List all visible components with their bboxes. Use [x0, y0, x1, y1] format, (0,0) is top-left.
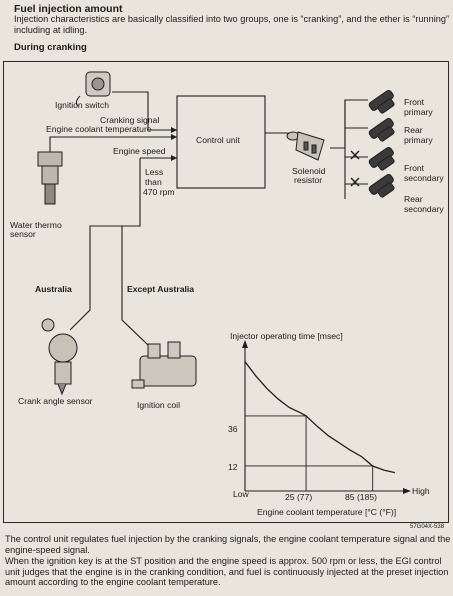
- except-australia-wire: [121, 226, 149, 346]
- figure-code: 57G04X-538: [410, 524, 445, 530]
- australia-label: Australia: [35, 284, 72, 294]
- coolant-temp-label: Engine coolant temperature: [46, 124, 152, 134]
- engine-speed-label: Engine speed: [113, 146, 166, 156]
- resistor-label: resistor: [294, 175, 323, 185]
- water-thermo-sensor-label: sensor: [10, 229, 36, 239]
- cross-mark-icon: [350, 150, 360, 187]
- injector-icon-rear-primary: [368, 117, 395, 142]
- injector-icon-front-primary: [368, 89, 395, 114]
- injector-icon-rear-secondary: [368, 173, 395, 198]
- control-unit-label: Control unit: [196, 135, 240, 145]
- chart-x-tick-label: 25 (77): [285, 492, 313, 502]
- cranking-signal-label: Cranking signal: [100, 115, 160, 125]
- paragraph-1: The control unit regulates fuel injectio…: [5, 534, 451, 555]
- paragraph-2: When the ignition key is at the ST posit…: [5, 556, 449, 588]
- chart-y-tick-label: 36: [228, 424, 238, 434]
- than-label: than: [145, 177, 162, 187]
- except-australia-label: Except Australia: [127, 284, 195, 294]
- ignition-coil-label: Ignition coil: [137, 400, 180, 410]
- less-than-label: Less: [145, 167, 164, 177]
- ignition-switch-icon: [75, 71, 111, 107]
- chart-y-tick-label: 12: [228, 462, 238, 472]
- water-thermo-label: Water thermo: [10, 220, 62, 230]
- crank-angle-sensor-label: Crank angle sensor: [18, 396, 93, 406]
- diagram-frame: [3, 61, 449, 523]
- solenoid-resistor-icon: [286, 131, 325, 161]
- control-unit-box: [176, 95, 266, 189]
- section-heading: During cranking: [14, 42, 87, 53]
- injector-bus-top: [330, 99, 368, 149]
- crank-angle-sensor-icon: [41, 318, 78, 396]
- solenoid-label: Solenoid: [292, 166, 326, 176]
- chart-x-tick-label: High: [412, 486, 430, 496]
- page-title: Fuel injection amount: [14, 3, 123, 15]
- intro-text: Injection characteristics are basically …: [14, 14, 450, 35]
- coolant-temp-wire: [49, 136, 177, 152]
- chart-y-axis-label: Injector operating time [msec]: [230, 331, 343, 341]
- chart-x-tick-label: 85 (185): [345, 492, 378, 502]
- rpm-label: 470 rpm: [143, 187, 175, 197]
- ignition-switch-label: Ignition switch: [55, 100, 109, 110]
- australia-wire: [69, 158, 141, 331]
- chart-axes: [244, 345, 406, 492]
- chart-x-tick-label: Low: [233, 489, 249, 499]
- injector-icon-front-secondary: [368, 146, 395, 171]
- ignition-coil-icon: [131, 341, 197, 389]
- cranking-signal-wire: [112, 91, 177, 131]
- injector-time-curve: [244, 361, 396, 474]
- water-thermo-sensor-icon: [37, 151, 63, 205]
- chart-x-axis-label: Engine coolant temperature [°C (°F)]: [257, 507, 397, 517]
